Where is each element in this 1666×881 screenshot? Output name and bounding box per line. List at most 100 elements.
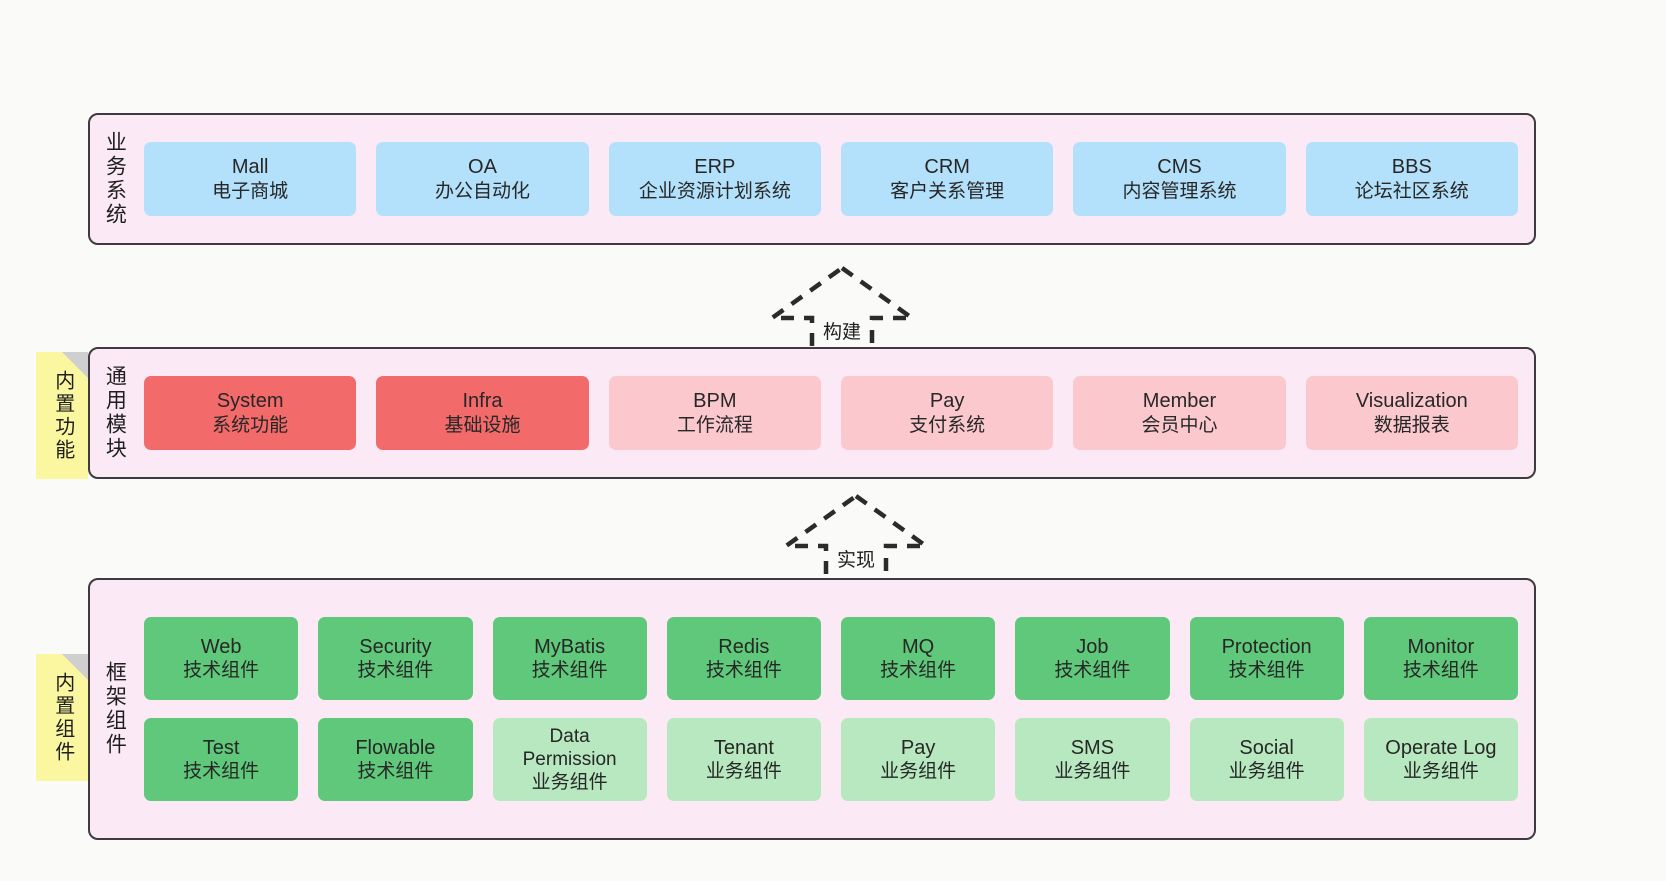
layer-common-modules-row: System 系统功能 Infra 基础设施 BPM 工作流程 Pay 支付系统… (144, 376, 1518, 450)
card-flowable[interactable]: Flowable 技术组件 (318, 718, 473, 801)
card-infra[interactable]: Infra 基础设施 (376, 376, 589, 450)
card-tenant-desc: 业务组件 (705, 761, 782, 783)
card-redis[interactable]: Redis 技术组件 (666, 617, 821, 700)
card-mybatis-desc: 技术组件 (531, 660, 608, 682)
card-protection-desc: 技术组件 (1228, 660, 1305, 682)
connector-implement-label: 实现 (836, 550, 876, 571)
card-mall[interactable]: Mall 电子商城 (144, 142, 357, 216)
card-monitor[interactable]: Monitor 技术组件 (1363, 617, 1518, 700)
layer-business-systems-body: Mall 电子商城 OA 办公自动化 ERP 企业资源计划系统 CRM 客户关系… (138, 115, 1534, 243)
card-mall-desc: 电子商城 (212, 180, 289, 202)
layer-framework-components-title: 框架组件 (103, 661, 127, 757)
card-system[interactable]: System 系统功能 (144, 376, 357, 450)
card-flowable-desc: 技术组件 (357, 761, 434, 783)
card-visualization-desc: 数据报表 (1373, 414, 1450, 436)
card-mall-name: Mall (231, 156, 269, 179)
card-pay-component[interactable]: Pay 业务组件 (841, 718, 996, 801)
card-bpm[interactable]: BPM 工作流程 (608, 376, 821, 450)
connector-build: 构建 (757, 262, 927, 358)
card-social-name: Social (1239, 736, 1294, 759)
card-crm[interactable]: CRM 客户关系管理 (840, 142, 1054, 216)
card-infra-desc: 基础设施 (444, 414, 521, 436)
card-member-name: Member (1142, 390, 1217, 413)
note-builtin-components-label: 内置组件 (51, 671, 74, 764)
card-tenant[interactable]: Tenant 业务组件 (666, 718, 821, 801)
card-social-desc: 业务组件 (1228, 761, 1305, 783)
connector-implement: 实现 (771, 490, 941, 586)
card-pay-component-desc: 业务组件 (880, 761, 957, 783)
layer-framework-components-row-tech: Web 技术组件 Security 技术组件 MyBatis 技术组件 Redi… (144, 617, 1518, 700)
layer-common-modules-body: System 系统功能 Infra 基础设施 BPM 工作流程 Pay 支付系统… (138, 349, 1534, 477)
card-job-desc: 技术组件 (1054, 660, 1131, 682)
card-oa[interactable]: OA 办公自动化 (376, 142, 589, 216)
layer-framework-components-body: Web 技术组件 Security 技术组件 MyBatis 技术组件 Redi… (138, 580, 1534, 838)
note-fold-corner-icon (62, 352, 88, 378)
card-erp[interactable]: ERP 企业资源计划系统 (608, 142, 821, 216)
card-operate-log-desc: 业务组件 (1402, 761, 1479, 783)
card-tenant-name: Tenant (713, 736, 774, 759)
card-redis-name: Redis (718, 635, 770, 658)
layer-common-modules-title: 通用模块 (103, 365, 127, 461)
card-web-name: Web (200, 635, 242, 658)
card-monitor-desc: 技术组件 (1402, 660, 1479, 682)
card-sms-desc: 业务组件 (1054, 761, 1131, 783)
card-operate-log-name: Operate Log (1385, 736, 1497, 759)
card-redis-desc: 技术组件 (705, 660, 782, 682)
card-member[interactable]: Member 会员中心 (1073, 376, 1286, 450)
card-bpm-desc: 工作流程 (676, 414, 753, 436)
layer-framework-components-row-biz: Test 技术组件 Flowable 技术组件 Data Permission … (144, 718, 1518, 801)
card-test[interactable]: Test 技术组件 (144, 718, 299, 801)
card-sms-name: SMS (1070, 736, 1115, 759)
card-erp-name: ERP (694, 156, 736, 179)
layer-business-systems-row: Mall 电子商城 OA 办公自动化 ERP 企业资源计划系统 CRM 客户关系… (144, 142, 1518, 216)
card-pay-module-name: Pay (929, 390, 965, 413)
card-data-permission[interactable]: Data Permission 业务组件 (492, 718, 647, 801)
card-social[interactable]: Social 业务组件 (1189, 718, 1344, 801)
card-pay-module-desc: 支付系统 (909, 414, 986, 436)
card-job-name: Job (1076, 635, 1109, 658)
layer-framework-components[interactable]: 框架组件 Web 技术组件 Security 技术组件 MyBatis 技术组件… (88, 578, 1536, 840)
card-oa-name: OA (468, 156, 497, 179)
card-cms[interactable]: CMS 内容管理系统 (1073, 142, 1286, 216)
note-builtin-components[interactable]: 内置组件 (36, 654, 88, 781)
card-mq-desc: 技术组件 (880, 660, 957, 682)
layer-business-systems[interactable]: 业务系统 Mall 电子商城 OA 办公自动化 ERP 企业资源计划系统 CRM… (88, 113, 1536, 245)
card-protection[interactable]: Protection 技术组件 (1189, 617, 1344, 700)
card-oa-desc: 办公自动化 (434, 180, 530, 202)
card-data-permission-desc: 业务组件 (531, 772, 608, 794)
card-pay-component-name: Pay (900, 736, 936, 759)
card-cms-name: CMS (1157, 156, 1202, 179)
card-system-name: System (216, 390, 284, 413)
note-fold-corner-icon (62, 654, 88, 680)
card-visualization[interactable]: Visualization 数据报表 (1305, 376, 1518, 450)
card-bbs-desc: 论坛社区系统 (1354, 180, 1469, 202)
note-builtin-features[interactable]: 内置功能 (36, 352, 88, 479)
card-bpm-name: BPM (693, 390, 737, 413)
card-infra-name: Infra (462, 390, 503, 413)
card-mq[interactable]: MQ 技术组件 (841, 617, 996, 700)
connector-build-label: 构建 (822, 322, 862, 343)
card-protection-name: Protection (1221, 635, 1312, 658)
card-member-desc: 会员中心 (1141, 414, 1218, 436)
card-erp-desc: 企业资源计划系统 (638, 180, 791, 202)
card-mq-name: MQ (902, 635, 935, 658)
card-bbs[interactable]: BBS 论坛社区系统 (1305, 142, 1518, 216)
card-job[interactable]: Job 技术组件 (1015, 617, 1170, 700)
card-pay-module[interactable]: Pay 支付系统 (840, 376, 1054, 450)
card-operate-log[interactable]: Operate Log 业务组件 (1363, 718, 1518, 801)
card-flowable-name: Flowable (355, 736, 436, 759)
card-cms-desc: 内容管理系统 (1122, 180, 1237, 202)
card-web-desc: 技术组件 (183, 660, 260, 682)
card-test-desc: 技术组件 (183, 761, 260, 783)
layer-common-modules[interactable]: 通用模块 System 系统功能 Infra 基础设施 BPM 工作流程 Pay… (88, 347, 1536, 479)
card-security[interactable]: Security 技术组件 (318, 617, 473, 700)
card-visualization-name: Visualization (1355, 390, 1468, 413)
card-sms[interactable]: SMS 业务组件 (1015, 718, 1170, 801)
layer-business-systems-title: 业务系统 (103, 131, 127, 227)
card-web[interactable]: Web 技术组件 (144, 617, 299, 700)
card-mybatis[interactable]: MyBatis 技术组件 (492, 617, 647, 700)
card-security-name: Security (359, 635, 432, 658)
card-monitor-name: Monitor (1407, 635, 1475, 658)
note-builtin-features-label: 内置功能 (51, 369, 74, 462)
